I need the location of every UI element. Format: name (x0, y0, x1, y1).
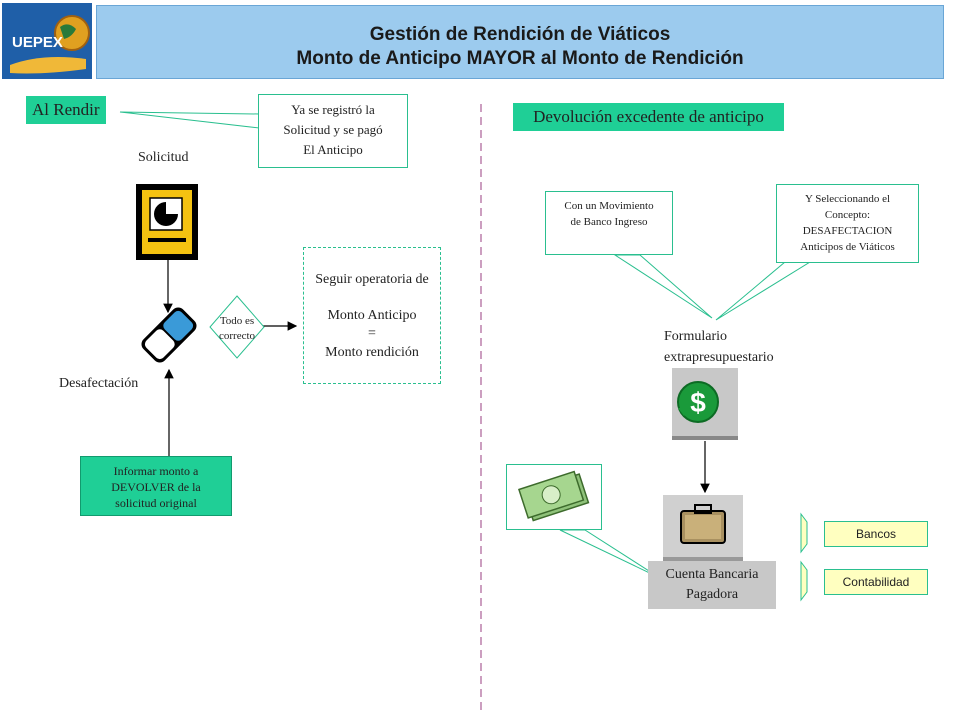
uepex-logo: UEPEX (2, 3, 92, 79)
label-formulario: Formulario extrapresupuestario (664, 329, 774, 365)
callout-pointer-left (119, 111, 260, 129)
money-bills-icon (518, 470, 590, 522)
bancos-bracket (800, 512, 808, 554)
contabilidad-bracket (800, 560, 808, 602)
page-subtitle: Monto de Anticipo MAYOR al Monto de Rend… (296, 48, 744, 69)
cuenta-bancaria-label: Cuenta Bancaria Pagadora (648, 561, 776, 609)
callout-movimiento: Con un Movimiento de Banco Ingreso (545, 191, 673, 255)
cuenta-bancaria-icon (663, 495, 743, 561)
callout-pointer-concepto (715, 261, 812, 321)
decision-text: Todo es correcto (218, 315, 256, 342)
svg-text:$: $ (690, 387, 706, 418)
callout-pointer-movimiento (613, 254, 713, 319)
label-solicitud: Solicitud (138, 150, 189, 165)
inform-box: Informar monto a DEVOLVER de la solicitu… (80, 456, 232, 516)
decision-diamond (209, 295, 265, 359)
page-header: Gestión de Rendición de Viáticos Monto d… (96, 5, 944, 79)
callout-pointer-dinero (559, 529, 661, 579)
tag-devolucion: Devolución excedente de anticipo (513, 103, 784, 131)
contabilidad-box: Contabilidad (824, 569, 928, 595)
logo-text: UEPEX (12, 34, 63, 51)
money-callout (506, 464, 602, 530)
formulario-dollar-icon: $ (672, 368, 738, 440)
solicitud-icon (136, 184, 198, 260)
tag-al-rendir: Al Rendir (26, 96, 106, 124)
callout-concepto: Y Seleccionando el Concepto: DESAFECTACI… (776, 184, 919, 263)
desafectacion-icon (135, 300, 203, 370)
next-step-box: Seguir operatoria de Monto Anticipo = Mo… (303, 247, 441, 384)
callout-registro: Ya se registró la Solicitud y se pagó El… (258, 94, 408, 168)
bancos-box: Bancos (824, 521, 928, 547)
page-title: Gestión de Rendición de Viáticos (369, 24, 671, 45)
label-desafectacion: Desafectación (59, 376, 139, 391)
